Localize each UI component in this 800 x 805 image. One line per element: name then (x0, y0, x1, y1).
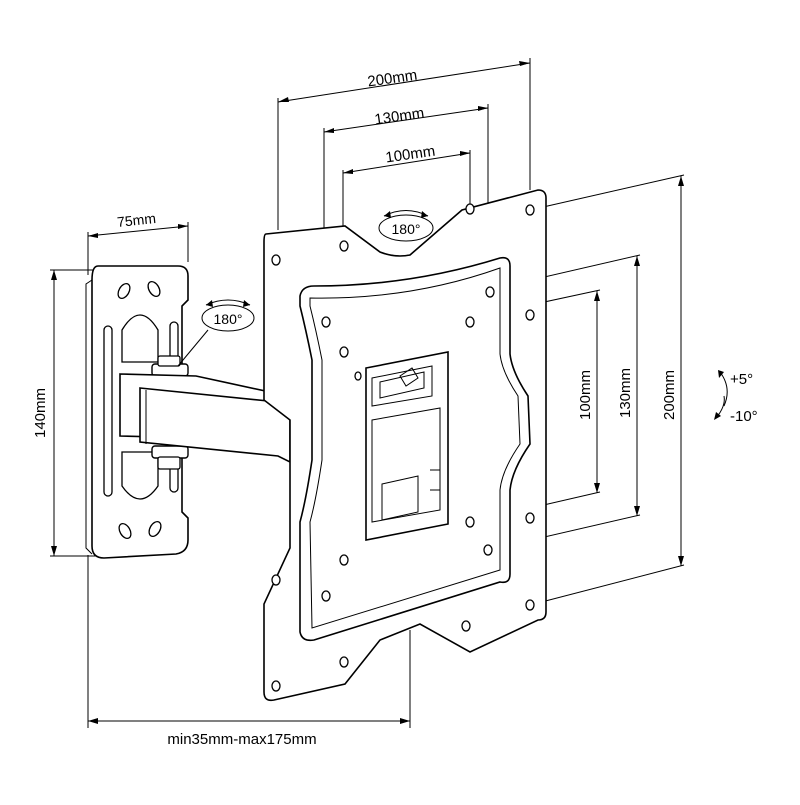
label-200mm-height: 200mm (661, 370, 678, 420)
label-tilt-down: -10° (730, 408, 758, 425)
label-75mm-width: 75mm (116, 210, 156, 230)
rotation-arm-symbol (177, 299, 255, 367)
dimension-200mm-width (277, 58, 531, 230)
swivel-arm (119, 373, 291, 464)
rotation-plate-symbol (378, 210, 434, 242)
label-100mm-height: 100mm (577, 370, 594, 420)
label-130mm-height: 130mm (617, 368, 634, 418)
label-plate-rotation: 180° (392, 221, 421, 237)
label-140mm-height: 140mm (32, 388, 49, 438)
dimension-extension (87, 555, 411, 728)
tilt-arrows-icon (714, 370, 728, 420)
vesa-holes (271, 203, 535, 692)
label-arm-rotation: 180° (214, 311, 243, 327)
dimension-140mm-height (50, 269, 100, 557)
label-100mm-width: 100mm (384, 143, 436, 167)
label-200mm-width: 200mm (366, 67, 418, 91)
dimension-200mm-height (529, 174, 685, 606)
label-130mm-width: 130mm (373, 105, 425, 129)
label-tilt-up: +5° (730, 371, 753, 388)
label-extension: min35mm-max175mm (167, 731, 316, 748)
dimension-75mm-width (87, 222, 189, 275)
center-bracket (365, 351, 449, 541)
